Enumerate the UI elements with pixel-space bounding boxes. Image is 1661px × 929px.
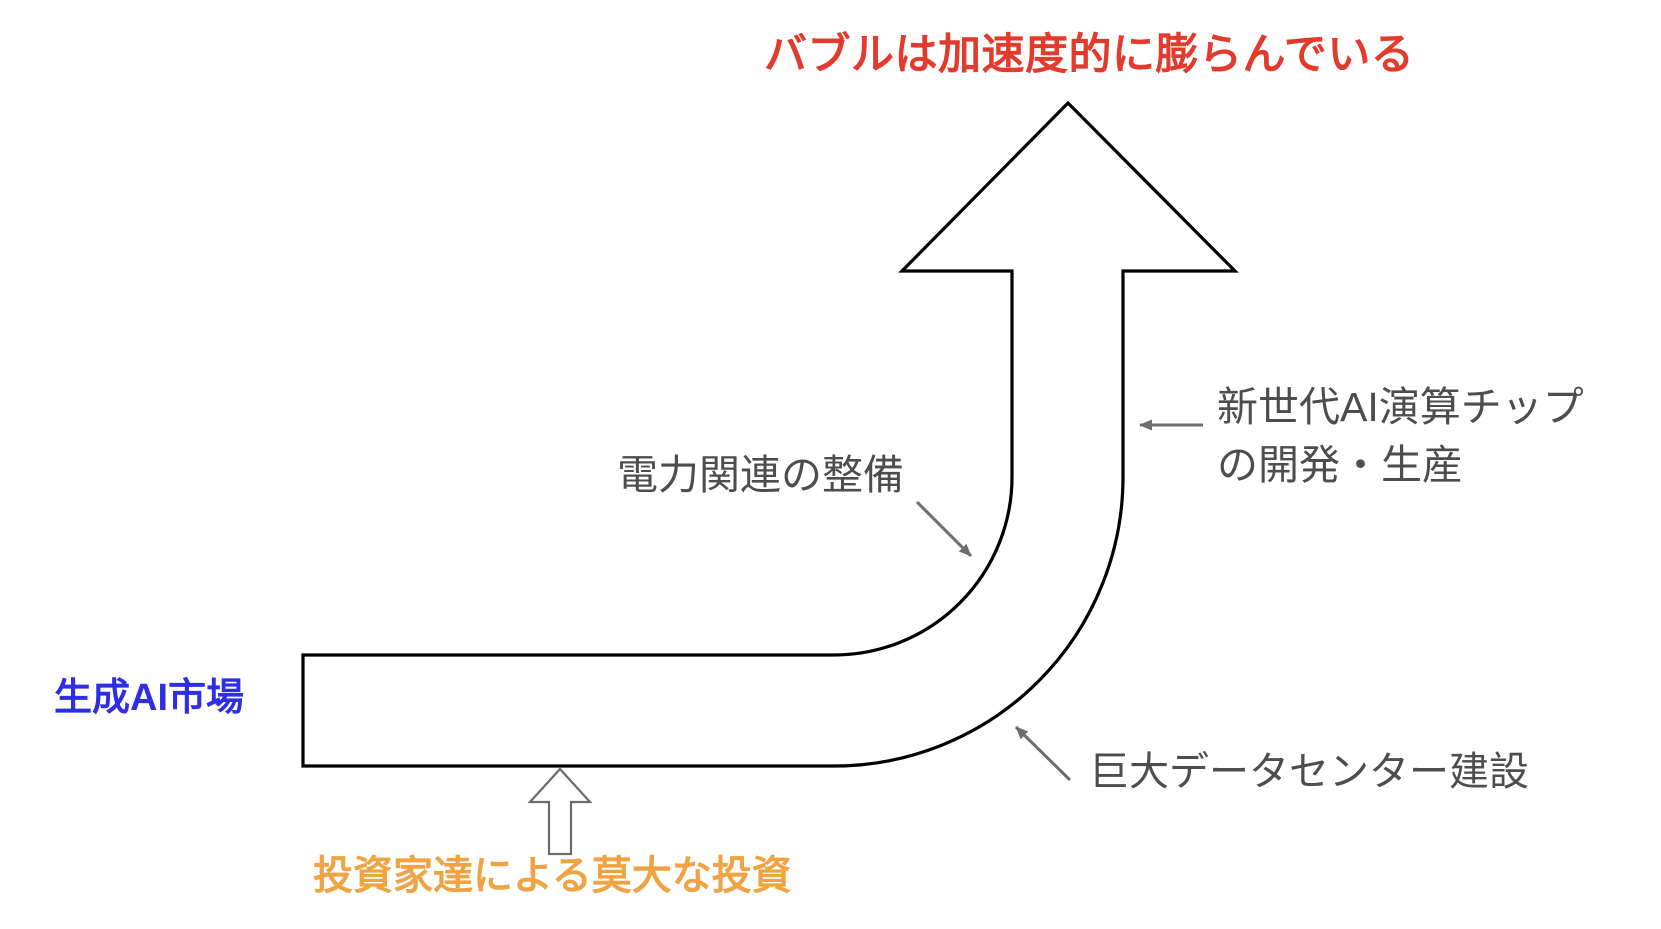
investors-investment-label: 投資家達による莫大な投資 [313,854,792,898]
ai-chip-label-line1: 新世代AI演算チップ [1217,384,1584,430]
power-infrastructure-label: 電力関連の整備 [617,452,904,498]
investment-up-arrow-icon [527,767,593,856]
bubble-title-label: バブルは加速度的に膨らんでいる [764,31,1415,79]
genai-market-label: 生成AI市場 [54,677,245,719]
bent-growth-arrow-icon [301,100,1239,768]
datacenter-pointer-arrow-icon [1014,725,1072,782]
ai-chip-label-line2: の開発・生産 [1217,442,1463,489]
power-pointer-arrow-icon [915,500,973,558]
ai-chip-label: 新世代AI演算チップの開発・生産 [1217,378,1584,494]
datacenter-label: 巨大データセンター建設 [1089,750,1529,794]
